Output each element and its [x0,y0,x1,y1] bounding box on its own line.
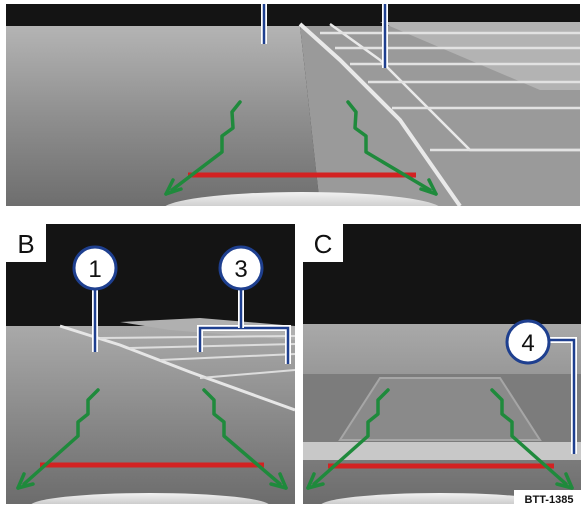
callout-1-number: 1 [88,256,101,283]
panel-b-road [6,326,295,504]
panel-b: B 1 3 [6,224,295,504]
panel-c-callout-4-leader [544,338,576,454]
panel-b-bay-line [129,343,295,349]
panel-a-building [380,22,580,90]
callout-4-number: 4 [521,330,534,357]
callout-3-number: 3 [234,256,247,283]
callout-4-badge [505,319,551,365]
panel-c-wall-curb [303,442,581,460]
panel-c-label-box [303,224,343,262]
panel-c-guide-right-tip [555,482,574,490]
panel-c-parking-space [338,377,542,441]
panel-c-guide-right-tip [564,472,574,490]
panel-c-guide-left-tip [306,482,325,490]
panel-b-guide-left [22,388,100,486]
panel-a-road [6,26,320,206]
panel-c: C 4 [303,224,581,504]
panel-a-guide-right-tip [427,178,438,196]
panel-b-bay-line [159,353,295,361]
panel-a-bumper [165,192,439,206]
panel-c-guide-left [312,388,390,486]
panel-a-guide-left-tip [164,178,175,196]
figure-code: BTT-1385 [525,494,574,506]
panel-a-guide-right-tip [419,187,438,196]
panel-c-bumper [321,493,559,504]
panel-c-sky [303,224,581,324]
panel-b-guide-right [202,388,282,486]
callout-1-badge [72,245,118,291]
panel-c-guide-left-tip [306,472,316,490]
panel-a-guide-left [170,100,242,192]
panel-a-guide-right [346,100,432,192]
panel-c-label: C [314,229,333,259]
panel-a-road-edge-line [298,22,462,206]
panel-a-guide-left-tip [164,187,183,196]
callout-3-badge [218,245,264,291]
panel-a [6,4,580,206]
panel-b-bay-line [199,369,295,379]
panel-c-guide-right [490,388,568,486]
panel-b-bumper [31,493,269,504]
panel-b-label: B [17,229,34,259]
panel-b-guide-right-tip [278,472,288,490]
panel-b-guide-right-tip [269,482,288,490]
figure-code-box [514,490,584,506]
panel-b-guide-left-tip [16,472,26,490]
panel-b-label-box [6,224,46,262]
panel-b-guide-left-tip [16,482,35,490]
panel-a-sky [6,4,580,26]
panel-b-road-edge-line [59,324,295,412]
